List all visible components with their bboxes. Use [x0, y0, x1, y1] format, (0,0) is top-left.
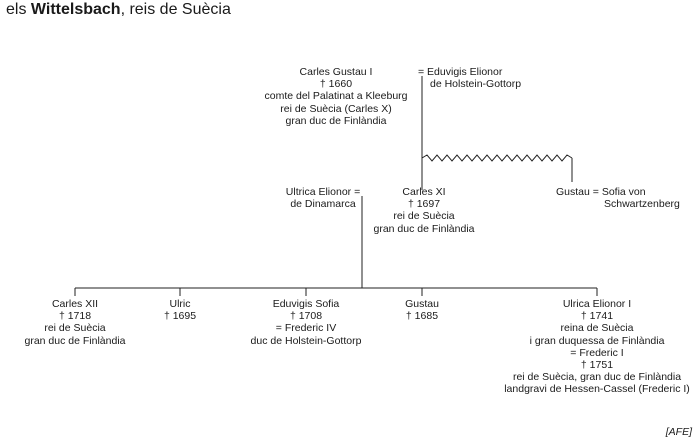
person-ultrica-elionor: Ultrica Elionor =de Dinamarca	[285, 186, 361, 211]
source-credit: [AFE]	[665, 426, 692, 438]
person-ulric: Ulric† 1695	[163, 298, 197, 323]
person-gustau: Gustau† 1685	[405, 298, 439, 323]
diagram-title: els Wittelsbach, reis de Suècia	[6, 1, 231, 18]
zigzag-line-gustau	[421, 154, 573, 162]
